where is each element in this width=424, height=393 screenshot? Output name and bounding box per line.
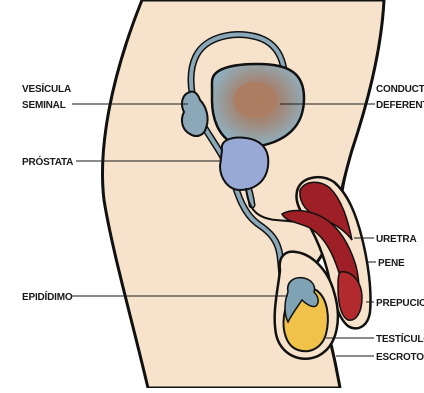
label-prepucio: PREPUCIO <box>376 298 424 309</box>
label-testiculos: TESTÍCULOS <box>376 332 424 345</box>
label-uretra: URETRA <box>376 234 416 245</box>
label-conductos-line2: DEFERENTES <box>376 100 424 111</box>
label-escroto: ESCROTO <box>376 352 424 363</box>
prostate <box>220 138 268 191</box>
label-prostata: PRÓSTATA <box>22 155 73 168</box>
label-epididimo: EPIDÍDIMO <box>22 290 73 303</box>
label-conductos-line1: CONDUCTOS <box>376 84 424 95</box>
label-pene: PENE <box>378 258 405 269</box>
label-vesicula-line2: SEMINAL <box>22 100 66 111</box>
bladder-center <box>233 82 277 118</box>
label-vesicula-line1: VESÍCULA <box>22 82 71 95</box>
